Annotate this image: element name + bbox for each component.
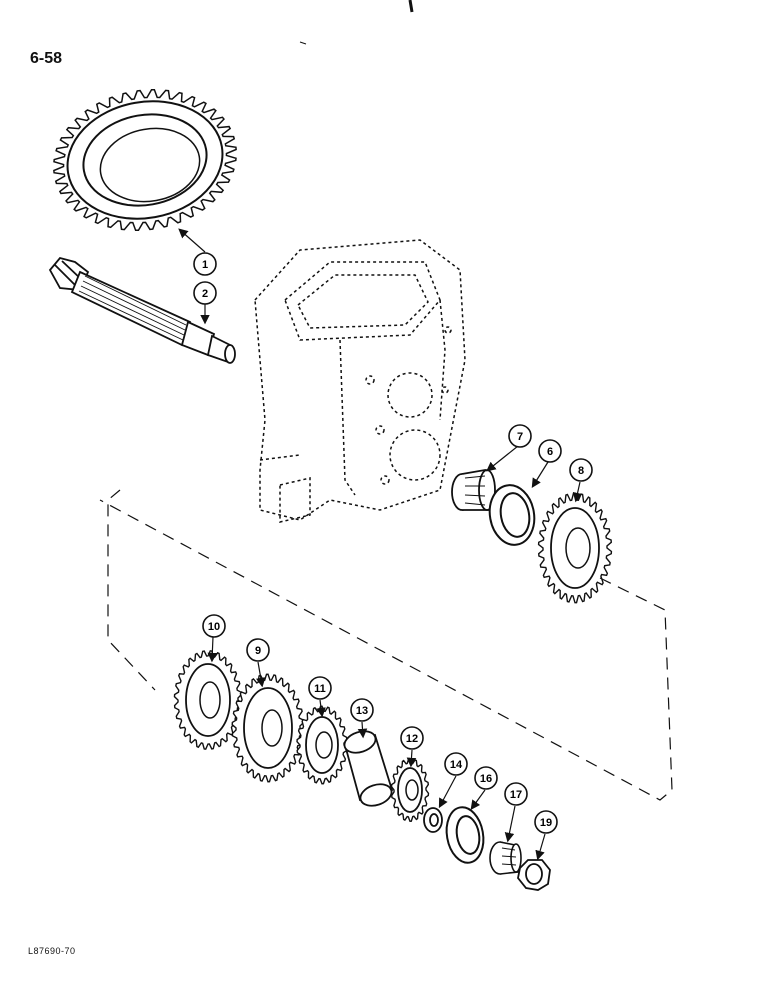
svg-text:8: 8 — [578, 465, 584, 477]
callout-leaders — [178, 228, 583, 861]
scan-mark — [299, 41, 307, 45]
ring-gear-part — [53, 89, 237, 231]
callout-13: 13 — [350, 698, 374, 722]
gear-teeth-outline — [53, 89, 237, 231]
callout-14: 14 — [444, 752, 468, 776]
washer-part — [423, 807, 443, 833]
callout-12: 12 — [400, 726, 424, 750]
svg-text:16: 16 — [480, 773, 492, 785]
spur-gear-part-11 — [296, 705, 348, 785]
callout-10: 10 — [202, 614, 226, 638]
figure-code: L87690-70 — [28, 946, 76, 956]
svg-text:2: 2 — [202, 288, 208, 300]
svg-text:17: 17 — [510, 789, 522, 801]
svg-text:14: 14 — [450, 759, 463, 771]
svg-text:9: 9 — [255, 645, 261, 657]
callout-19: 19 — [534, 810, 558, 834]
pinion-shaft-part — [48, 256, 236, 364]
svg-text:12: 12 — [406, 733, 418, 745]
svg-text:10: 10 — [208, 621, 220, 633]
svg-text:7: 7 — [517, 431, 523, 443]
callout-2: 2 — [193, 281, 217, 305]
spacer-sleeve-part — [343, 730, 394, 807]
callout-6: 6 — [538, 439, 562, 463]
svg-text:1: 1 — [202, 259, 208, 271]
callout-1: 1 — [193, 252, 217, 276]
callout-17: 17 — [504, 782, 528, 806]
callout-8: 8 — [569, 458, 593, 482]
svg-text:6: 6 — [547, 446, 553, 458]
spur-gear-part-9 — [231, 673, 305, 783]
svg-text:11: 11 — [314, 683, 326, 695]
svg-text:19: 19 — [540, 817, 552, 829]
assembly-phantom-line — [99, 489, 673, 801]
bearing-cup-part-16 — [445, 806, 485, 864]
spur-gear-part-8 — [537, 492, 613, 604]
tapered-roller-bearing-part — [451, 468, 496, 511]
nut-part — [517, 859, 551, 891]
scan-mark — [408, 0, 414, 13]
callout-16: 16 — [474, 766, 498, 790]
callout-7: 7 — [508, 424, 532, 448]
svg-text:13: 13 — [356, 705, 368, 717]
callout-9: 9 — [246, 638, 270, 662]
spur-gear-part-10 — [173, 650, 243, 750]
callout-11: 11 — [308, 676, 332, 700]
spur-gear-part-12 — [390, 757, 430, 823]
page-number: 6-58 — [30, 50, 63, 67]
bearing-cone-part — [489, 841, 522, 875]
bearing-cup-part — [488, 484, 536, 546]
transmission-housing-outline — [254, 239, 466, 523]
